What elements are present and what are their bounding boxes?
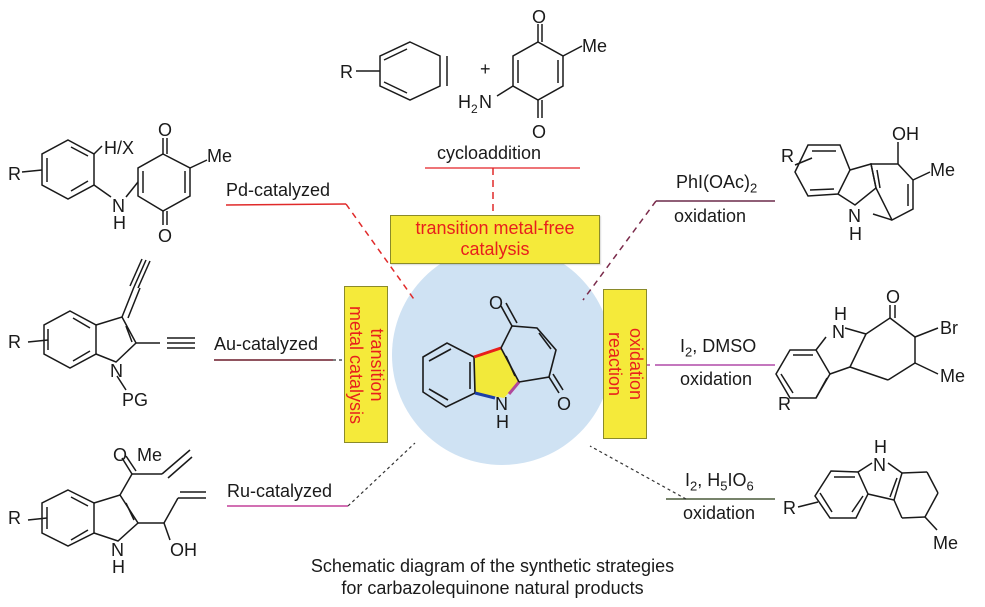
category-metal-free-line1: transition metal-free — [415, 218, 575, 238]
bromo-tetrahydrocarbazolone-structure: R O Br Me N H — [775, 287, 965, 414]
svg-text:Me: Me — [933, 533, 958, 553]
svg-text:N: N — [111, 540, 124, 560]
svg-text:N: N — [479, 92, 492, 112]
svg-text:R: R — [8, 332, 21, 352]
svg-text:Me: Me — [930, 160, 955, 180]
pd-substrate-structure: R H/X N H O O Me — [8, 120, 232, 246]
center-o-top: O — [489, 293, 503, 313]
svg-text:H: H — [458, 92, 471, 112]
category-metal-free-line2: catalysis — [460, 239, 530, 259]
reagent-i2-h5io6: I2, H5IO6 — [685, 470, 754, 494]
svg-text:O: O — [886, 287, 900, 307]
caption-line1: Schematic diagram of the synthetic strat… — [310, 556, 675, 576]
svg-text:N: N — [110, 361, 123, 381]
svg-text:2: 2 — [471, 102, 478, 116]
svg-text:N: N — [832, 322, 845, 342]
svg-text:N: N — [848, 206, 861, 226]
reagent-h5io6-sub2: 5 — [720, 478, 728, 494]
svg-text:O: O — [113, 445, 127, 465]
svg-text:R: R — [8, 508, 21, 528]
tetrahydrocarbazole-structure: R N H Me — [783, 437, 958, 553]
label-h5io6-oxidation: oxidation — [683, 503, 756, 523]
svg-text:O: O — [158, 226, 172, 246]
svg-text:+: + — [480, 59, 491, 79]
category-box-oxidation: oxidation reaction — [603, 289, 647, 439]
reagent-i2dmso-post: , DMSO — [692, 336, 757, 356]
svg-text:Me: Me — [137, 445, 162, 465]
reagent-phi-main: PhI(OAc) — [676, 172, 751, 192]
svg-text:Me: Me — [940, 366, 965, 386]
reagent-h5io6-sub3: 6 — [746, 478, 754, 494]
category-box-metal-free: transition metal-free catalysis — [390, 215, 600, 264]
svg-text:R: R — [340, 62, 353, 82]
svg-text:O: O — [158, 120, 172, 140]
connector-i2h5io6 — [589, 445, 775, 500]
category-oxidation-text: oxidation reaction — [604, 328, 646, 400]
reagent-i2dmso-sub: 2 — [685, 344, 693, 360]
category-box-metal-catalysis: transition metal catalysis — [344, 286, 388, 443]
category-oxidation-line1: oxidation — [626, 327, 646, 401]
reagent-h5io6-h: , H — [697, 470, 721, 490]
center-h: H — [496, 412, 509, 432]
svg-text:O: O — [532, 7, 546, 27]
reagent-h5io6-i: I — [685, 470, 691, 490]
svg-text:N: N — [112, 196, 125, 216]
reagent-h5io6-sub1: 2 — [690, 478, 698, 494]
svg-text:Br: Br — [940, 318, 958, 338]
svg-text:H: H — [113, 213, 126, 233]
svg-text:R: R — [8, 164, 21, 184]
svg-text:H/X: H/X — [104, 138, 134, 158]
connector-pd — [225, 203, 417, 303]
figure-caption: Schematic diagram of the synthetic strat… — [0, 555, 985, 599]
category-metal-catalysis-line1: transition — [367, 327, 387, 402]
connector-ru — [227, 442, 416, 507]
svg-text:R: R — [778, 394, 791, 414]
svg-text:Me: Me — [207, 146, 232, 166]
hydroxycarbazole-structure: R OH Me N H — [781, 124, 955, 244]
svg-text:O: O — [532, 122, 546, 142]
reagent-phi-oac2: PhI(OAc)2 — [676, 172, 757, 196]
connector-phi — [582, 200, 775, 301]
aryne-aminoquinone-structure: R + O O Me H 2 N — [340, 7, 607, 142]
label-i2dmso-oxidation: oxidation — [680, 369, 753, 389]
center-n: N — [495, 394, 508, 414]
center-o-bottom: O — [557, 394, 571, 414]
svg-text:N: N — [873, 455, 886, 475]
svg-text:H: H — [112, 557, 125, 577]
label-cycloaddition: cycloaddition — [437, 143, 542, 163]
label-phi-oxidation: oxidation — [674, 206, 747, 226]
svg-text:R: R — [781, 146, 794, 166]
label-pd-catalyzed: Pd-catalyzed — [226, 180, 331, 200]
category-oxidation-line2: reaction — [605, 331, 625, 397]
au-substrate-structure: R N PG — [8, 258, 195, 410]
reagent-i2-dmso: I2, DMSO — [680, 336, 756, 360]
reagent-i2dmso-i: I — [680, 336, 686, 356]
reagent-h5io6-io: IO — [727, 470, 747, 490]
label-au-catalyzed: Au-catalyzed — [214, 334, 319, 354]
svg-text:R: R — [783, 498, 796, 518]
svg-text:H: H — [874, 437, 887, 457]
connector-cycloaddition — [425, 167, 580, 215]
svg-text:H: H — [849, 224, 862, 244]
label-ru-catalyzed: Ru-catalyzed — [227, 481, 333, 501]
reagent-phi-sub: 2 — [750, 180, 758, 196]
ru-substrate-structure: R O Me OH N H — [8, 445, 206, 577]
svg-text:PG: PG — [122, 390, 148, 410]
svg-text:H: H — [834, 304, 847, 324]
category-metal-catalysis-text: transition metal catalysis — [345, 305, 387, 423]
svg-text:OH: OH — [170, 540, 197, 560]
caption-line2: for carbazolequinone natural products — [341, 578, 644, 598]
carbazolequinone-structure: O O N H — [422, 293, 571, 432]
category-metal-catalysis-line2: metal catalysis — [346, 305, 366, 424]
svg-text:Me: Me — [582, 36, 607, 56]
svg-text:OH: OH — [892, 124, 919, 144]
